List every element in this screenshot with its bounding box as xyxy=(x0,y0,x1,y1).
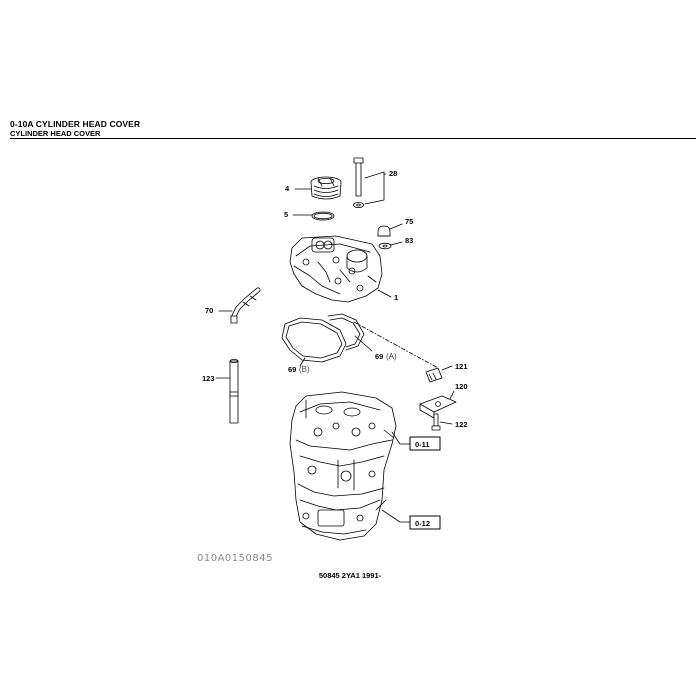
reference-box-0-12 xyxy=(409,515,441,530)
leader-ref-0-11 xyxy=(391,431,411,445)
footer-code: 50845 2YA1 1991- xyxy=(318,571,382,580)
part-label-122: 122 xyxy=(455,420,468,429)
part-label-83: 83 xyxy=(405,236,413,245)
part-label-69a: 69 xyxy=(375,352,383,361)
leader-121 xyxy=(441,365,453,371)
leader-75 xyxy=(389,223,403,230)
part-label-75: 75 xyxy=(405,217,413,226)
head-cover-1-drawing xyxy=(289,235,383,303)
alignment-line xyxy=(353,321,439,369)
leader-28 xyxy=(364,171,387,205)
part-label-69b: 69 xyxy=(288,365,296,374)
reference-box-0-11 xyxy=(409,436,441,451)
gasket-69a-drawing xyxy=(327,313,365,351)
part-label-121: 121 xyxy=(455,362,468,371)
pipe-123-drawing xyxy=(229,358,239,424)
engine-block-drawing xyxy=(289,391,397,541)
leader-83 xyxy=(390,241,403,246)
part-label-1: 1 xyxy=(394,293,398,302)
part-label-28: 28 xyxy=(389,169,397,178)
o-ring-5-drawing xyxy=(311,211,335,221)
part-label-69a-suffix: (A) xyxy=(386,352,397,361)
seal-washer-83-drawing xyxy=(378,242,392,250)
part-label-120: 120 xyxy=(455,382,468,391)
section-subtitle: CYLINDER HEAD COVER xyxy=(10,129,101,138)
part-label-69b-suffix: (B) xyxy=(299,365,310,374)
bolt-122-drawing xyxy=(431,413,441,431)
filler-cap-4-drawing xyxy=(310,176,342,200)
leader-1 xyxy=(377,289,392,298)
section-title: 0-10A CYLINDER HEAD COVER xyxy=(10,119,141,129)
breather-hose-70-drawing xyxy=(230,287,261,324)
leader-122 xyxy=(439,421,453,425)
reference-0-11: 0-11 xyxy=(415,440,430,449)
figure-id: 010A0150845 xyxy=(197,553,273,564)
gasket-69b-drawing xyxy=(281,317,347,363)
reference-0-12: 0-12 xyxy=(415,519,430,528)
leader-69a xyxy=(354,335,373,352)
part-label-4: 4 xyxy=(285,184,290,193)
leader-ref-0-12 xyxy=(381,509,411,523)
leader-69b xyxy=(299,357,306,367)
leader-120 xyxy=(449,390,455,400)
clip-121-drawing xyxy=(425,367,443,383)
cap-nut-75-drawing xyxy=(377,225,391,237)
bolt-28-drawing xyxy=(353,157,364,208)
part-label-123: 123 xyxy=(202,374,215,383)
header-rule xyxy=(10,138,696,139)
part-label-5: 5 xyxy=(284,210,288,219)
part-label-70: 70 xyxy=(205,306,213,315)
